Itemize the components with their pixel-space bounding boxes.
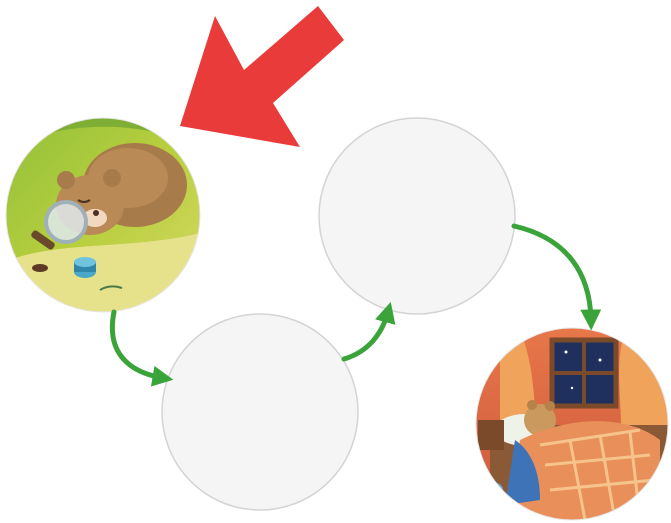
connector-arrow-2-to-3 [344,312,388,359]
bear-sleeping-meadow-illustration [0,110,210,320]
bear-in-bed-night-illustration [470,325,671,523]
step-4-image-circle [470,325,671,523]
red-pointer-arrow-icon [180,6,344,147]
step-2-empty-circle[interactable] [162,314,358,510]
connector-arrow-3-to-4 [514,226,591,320]
step-3-empty-circle[interactable] [319,118,515,314]
step-1-image-circle [0,110,210,320]
connector-arrow-1-to-2 [112,312,163,378]
